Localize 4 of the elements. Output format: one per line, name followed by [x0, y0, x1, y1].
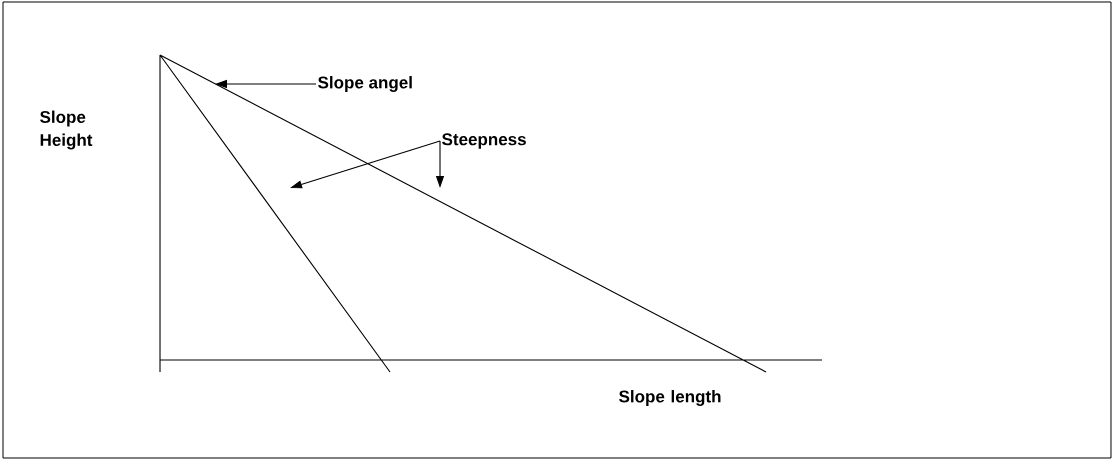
axis-label: Slope Height [40, 110, 93, 150]
axis-label: Slope length [619, 390, 721, 406]
text-label: Steepness [442, 133, 526, 149]
text-label: Slope angel [318, 76, 412, 92]
